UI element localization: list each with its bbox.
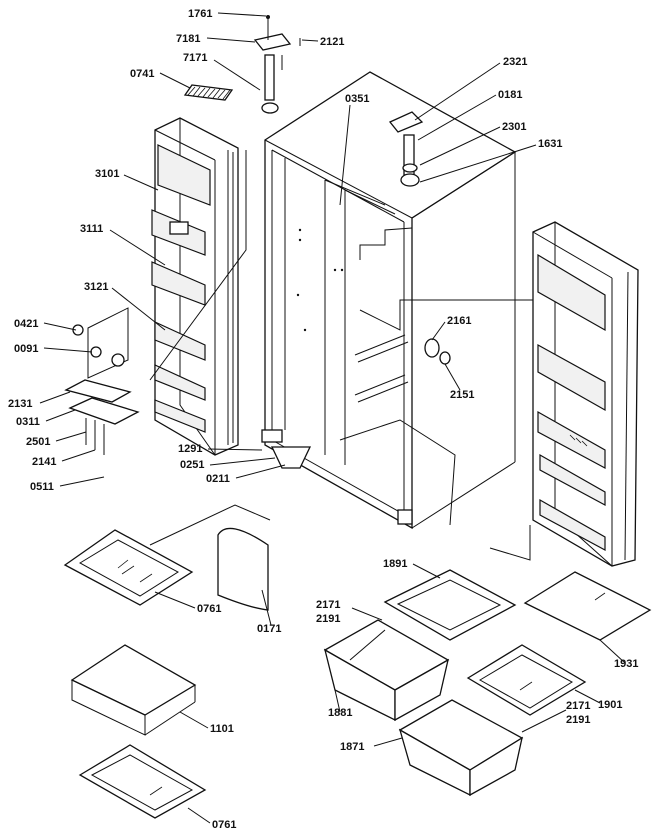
light-assembly — [72, 307, 129, 379]
vent-grille — [183, 84, 234, 101]
label-0421: 0421 — [14, 318, 38, 330]
label-7181: 7181 — [176, 33, 200, 45]
label-1101: 1101 — [210, 723, 234, 735]
label-0251: 0251 — [180, 459, 204, 471]
refrigerator-cabinet — [261, 71, 517, 530]
gasket-rings — [424, 338, 451, 365]
freezer-door — [151, 117, 239, 456]
label-2171-upper: 2171 — [316, 599, 340, 611]
crisper-cover-1901 — [466, 644, 587, 716]
label-1871: 1871 — [340, 741, 364, 753]
label-2501: 2501 — [26, 436, 50, 448]
glass-shelf-1931 — [523, 571, 652, 641]
label-0351: 0351 — [345, 93, 369, 105]
label-0181: 0181 — [498, 89, 522, 101]
label-2141: 2141 — [32, 456, 56, 468]
left-shelf-bottom — [78, 744, 207, 819]
label-1631: 1631 — [538, 138, 562, 150]
label-1881: 1881 — [328, 707, 352, 719]
label-2131: 2131 — [8, 398, 32, 410]
label-3101: 3101 — [95, 168, 119, 180]
crisper-pan-1881 — [323, 619, 450, 722]
crisper-pan-1871 — [398, 699, 524, 797]
label-1901: 1901 — [598, 699, 622, 711]
left-shelf-top — [63, 529, 194, 606]
fresh-food-door — [532, 221, 639, 567]
label-2191-lower: 2191 — [566, 714, 590, 726]
label-0741: 0741 — [130, 68, 154, 80]
dairy-cover — [217, 527, 269, 611]
label-1931: 1931 — [614, 658, 638, 670]
label-0761-lower: 0761 — [212, 819, 236, 831]
label-3111: 3111 — [80, 223, 103, 235]
label-1291: 1291 — [178, 443, 202, 455]
label-7171: 7171 — [183, 52, 207, 64]
label-2161: 2161 — [447, 315, 471, 327]
label-0211: 0211 — [206, 473, 230, 485]
label-2321: 2321 — [503, 56, 527, 68]
label-1891: 1891 — [383, 558, 407, 570]
crisper-cover-1891 — [383, 569, 517, 641]
label-2191-upper: 2191 — [316, 613, 340, 625]
label-0091: 0091 — [14, 343, 38, 355]
label-2121: 2121 — [320, 36, 344, 48]
label-2151: 2151 — [450, 389, 474, 401]
label-2301: 2301 — [502, 121, 526, 133]
leader-lines — [39, 12, 626, 824]
label-0511: 0511 — [30, 481, 54, 493]
label-0311: 0311 — [16, 416, 40, 428]
label-1761: 1761 — [188, 8, 212, 20]
part-labels: 1761 7181 2121 7171 0741 2321 0351 0181 … — [8, 8, 638, 831]
top-hinge-left — [253, 15, 301, 114]
label-0761-upper: 0761 — [197, 603, 221, 615]
label-0171: 0171 — [257, 623, 281, 635]
top-hinge-right — [388, 111, 424, 187]
dispenser-tray — [64, 379, 140, 455]
label-3121: 3121 — [84, 281, 108, 293]
label-2171-lower: 2171 — [566, 700, 590, 712]
left-shelf-middle — [70, 644, 197, 736]
